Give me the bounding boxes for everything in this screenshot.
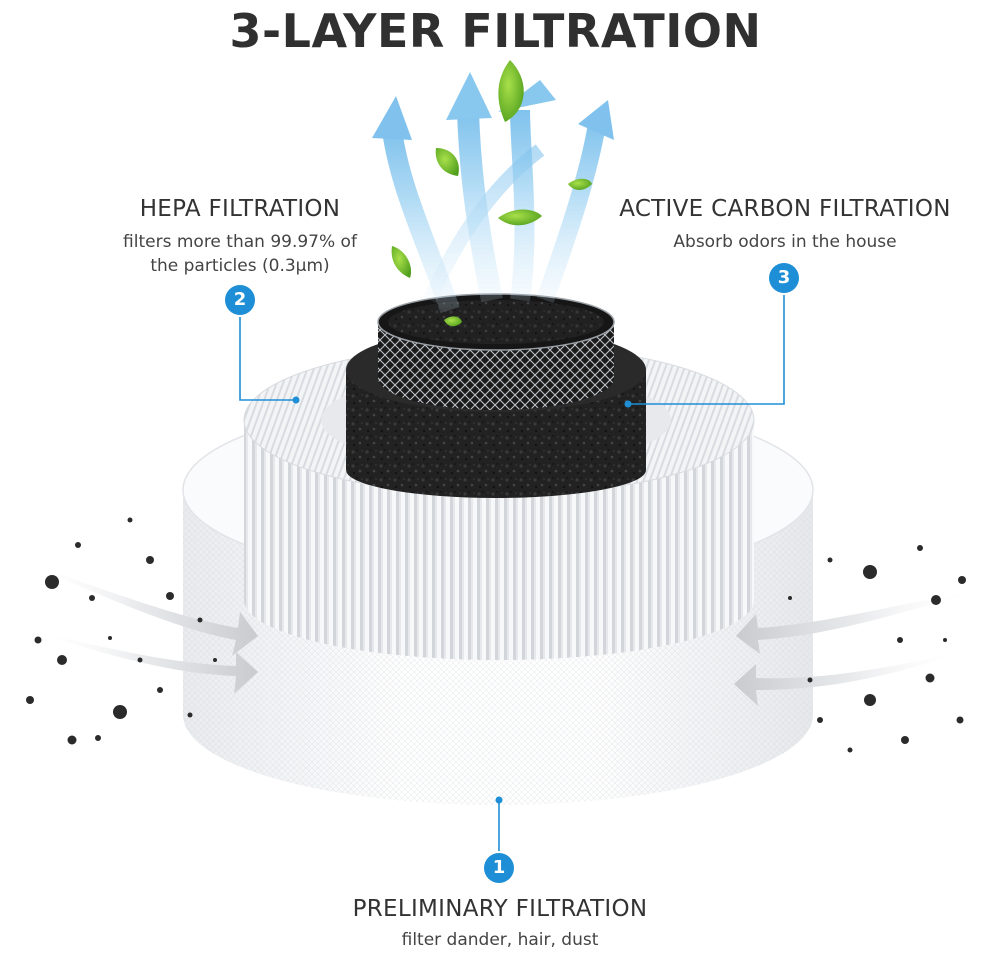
carbon-description: Absorb odors in the house [673,232,897,252]
leaf-icon [391,60,592,327]
layer-2-badge: 2 [225,285,255,315]
leader-lines [239,292,785,852]
dust-particle-icon [26,517,966,753]
preliminary-heading: PRELIMINARY FILTRATION [352,896,648,922]
layer-3-badge: 3 [769,263,799,293]
carbon-filter-layer [346,293,646,498]
preliminary-description: filter dander, hair, dust [401,930,599,950]
hepa-heading: HEPA FILTRATION [139,196,341,222]
hepa-description-line-2: the particles (0.3μm) [150,256,330,276]
layer-1-badge: 1 [484,853,514,883]
airflow-arrow-icon [372,72,614,314]
hepa-description-line-1: filters more than 99.97% of [123,232,357,252]
carbon-heading: ACTIVE CARBON FILTRATION [619,196,951,222]
page-title: 3-LAYER FILTRATION [229,4,762,58]
intake-arrows [20,560,980,706]
